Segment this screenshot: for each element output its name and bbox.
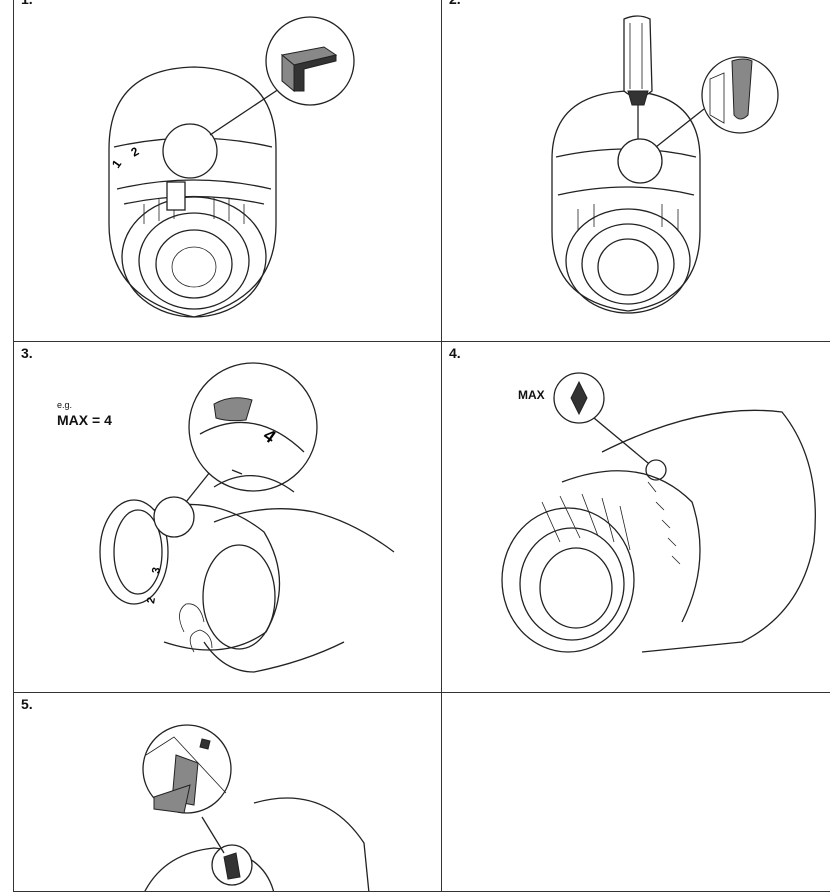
step-4-illustration — [501, 372, 816, 653]
dial-number-2: 2 — [129, 144, 142, 160]
hand-icon — [179, 508, 395, 673]
instruction-grid: 1. 2 1 — [13, 0, 830, 892]
detail-circle-small — [617, 138, 663, 184]
step-5-panel: 5. — [13, 692, 442, 892]
thermostat-head-front — [551, 90, 701, 314]
step-5-number: 5. — [21, 696, 33, 712]
max-marker-circle — [645, 459, 667, 481]
detail-circle-small — [153, 496, 195, 538]
step-1-number: 1. — [21, 0, 33, 7]
dial-number-2: 2 — [145, 596, 158, 604]
step-1-illustration: 2 1 — [108, 16, 355, 318]
dial-number-3: 3 — [150, 566, 163, 574]
step-2-number: 2. — [449, 0, 461, 7]
thermostat-head-side: 3 2 — [99, 499, 281, 651]
max-label: MAX — [518, 388, 545, 402]
step-3-number: 3. — [21, 345, 33, 361]
diamond-max-icon — [570, 380, 588, 416]
step-2-illustration — [551, 15, 779, 314]
dial-number-1: 1 — [109, 157, 124, 171]
step-4-panel: 4. MAX — [441, 341, 830, 693]
diamond-mark — [199, 738, 211, 750]
detail-circle-large — [188, 362, 318, 492]
step-1-panel: 1. 2 1 — [13, 0, 442, 342]
step-5-illustration — [142, 724, 370, 891]
step-2-panel: 2. — [441, 0, 830, 342]
step-3-panel: 3. e.g. MAX = 4 3 2 4 — [13, 341, 442, 693]
empty-panel — [441, 692, 830, 892]
example-prefix: e.g. — [57, 400, 73, 410]
step-3-illustration: 3 2 4 — [99, 362, 395, 673]
thermostat-head-angled — [501, 409, 816, 653]
thermostat-head-front: 2 1 — [108, 66, 277, 318]
detail-circle-small — [162, 123, 218, 179]
limiting-pin-icon — [280, 46, 338, 93]
example-max-setting: MAX = 4 — [57, 412, 112, 428]
step-4-number: 4. — [449, 345, 461, 361]
